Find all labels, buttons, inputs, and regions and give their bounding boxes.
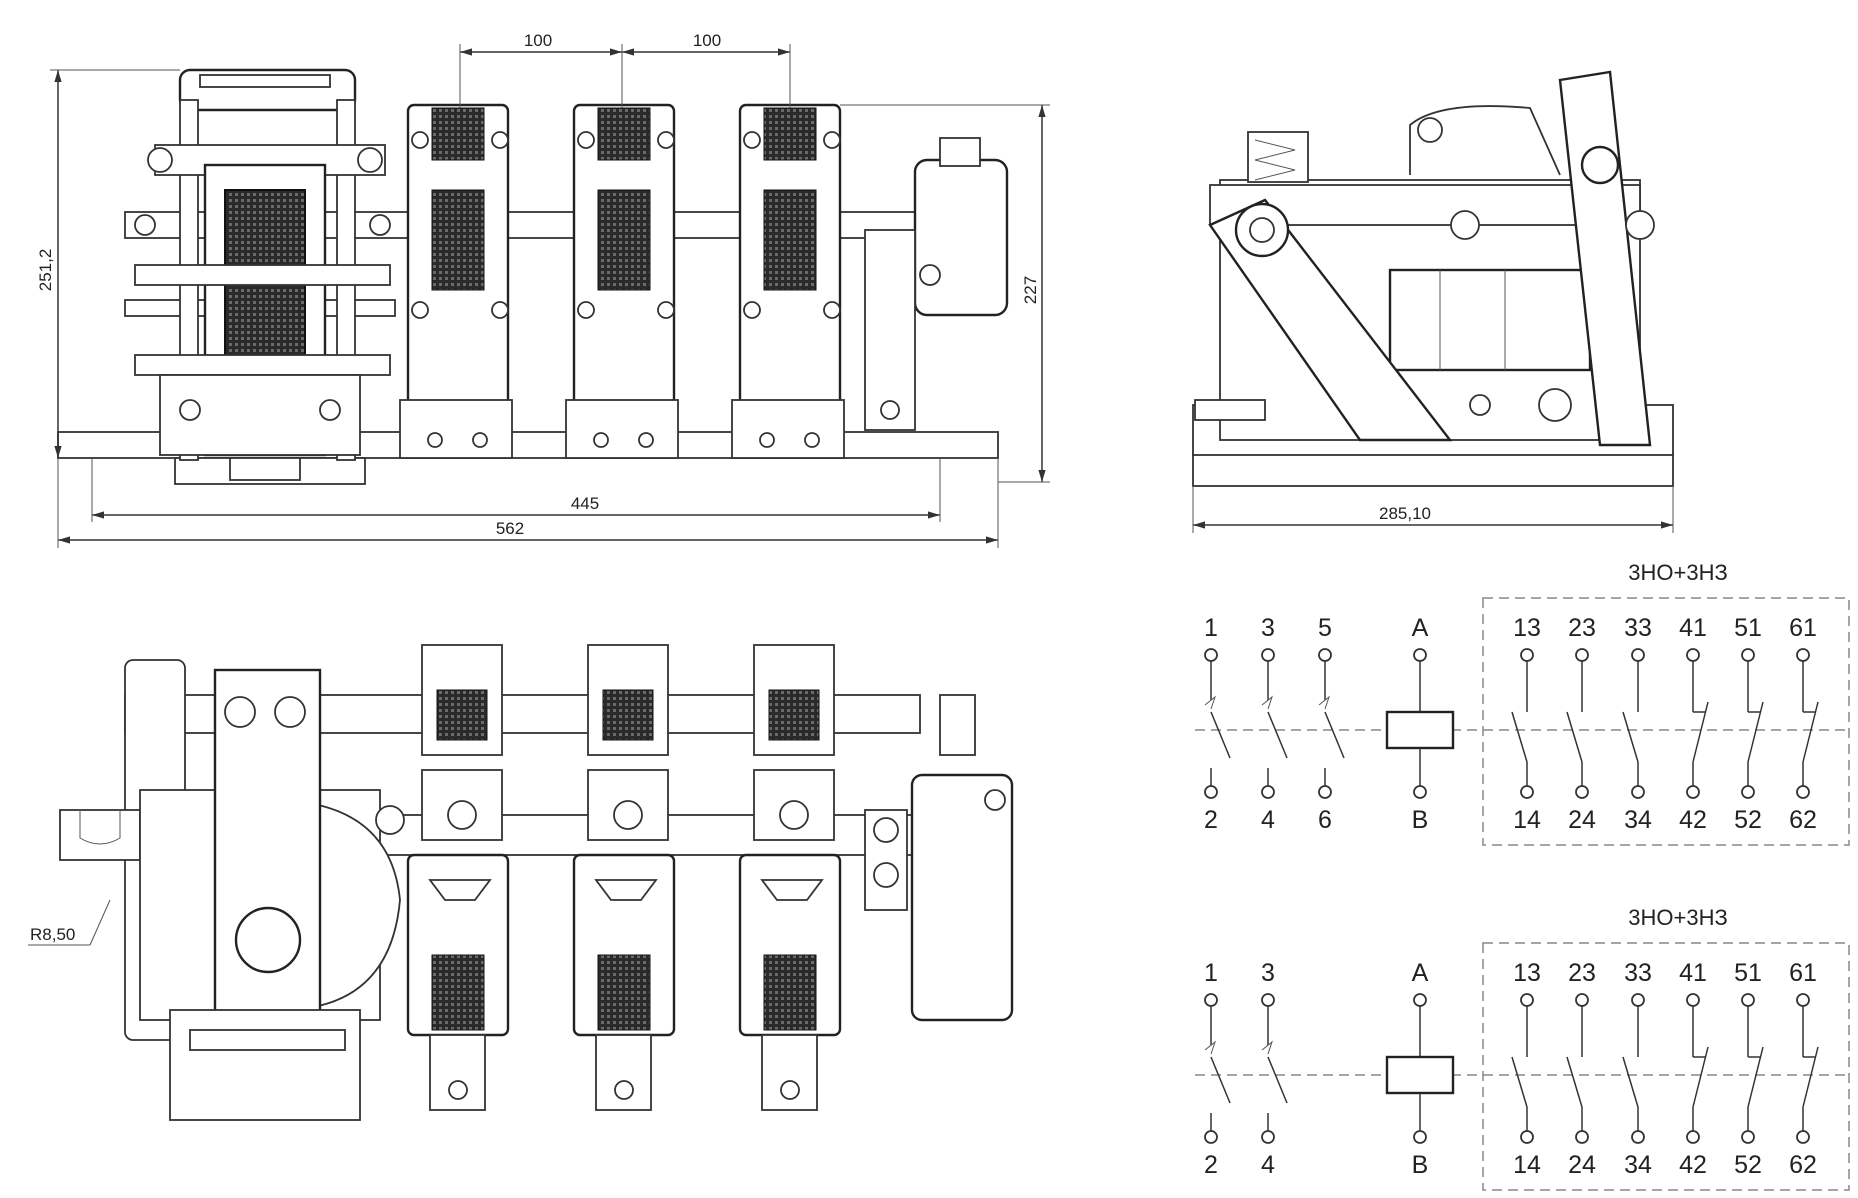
dim-radius: R8,50	[30, 925, 75, 944]
main-top-label: 3	[1261, 959, 1275, 987]
aux-bottom-label: 42	[1679, 806, 1707, 834]
aux-bottom-label: 52	[1734, 1151, 1762, 1179]
aux-top-label: 51	[1734, 959, 1762, 987]
main-top-label: 1	[1204, 959, 1218, 987]
aux-top-label: 13	[1513, 959, 1541, 987]
dim-width-total: 562	[496, 519, 524, 538]
aux-block-front	[864, 137, 1009, 431]
coil-assembly-front	[134, 68, 391, 481]
pole-2-top	[572, 644, 676, 1111]
aux-bottom-label: 14	[1513, 1151, 1541, 1179]
aux-top-label: 13	[1513, 614, 1541, 642]
pole-3-top	[738, 644, 842, 1111]
aux-top-label: 23	[1568, 614, 1596, 642]
coil-bottom-label: B	[1412, 1151, 1429, 1179]
main-contact-1	[1204, 648, 1231, 799]
main-bottom-label: 2	[1204, 1151, 1218, 1179]
schematic-1-title: 3НО+3НЗ	[1628, 560, 1728, 585]
front-view: 100 100 251,2 227 445 562	[36, 31, 1050, 548]
aux-no-33	[1622, 993, 1645, 1144]
coil-bottom-label: B	[1412, 806, 1429, 834]
main-bottom-label: 4	[1261, 1151, 1275, 1179]
main-contact-5	[1318, 648, 1345, 799]
aux-top-label: 51	[1734, 614, 1762, 642]
main-top-label: 5	[1318, 614, 1332, 642]
front-dimensions	[50, 44, 1050, 548]
aux-bottom-label: 24	[1568, 806, 1596, 834]
aux-top-label: 41	[1679, 614, 1707, 642]
aux-nc-41	[1686, 648, 1709, 799]
dim-spacing-1: 100	[524, 31, 552, 50]
aux-no-23	[1566, 648, 1589, 799]
coil-1	[1385, 648, 1455, 799]
pole-1-front	[399, 103, 513, 459]
dim-side-width: 285,10	[1379, 504, 1431, 523]
side-view: 285,10	[1192, 70, 1674, 533]
aux-no-13	[1511, 993, 1534, 1144]
aux-top-label: 41	[1679, 959, 1707, 987]
aux-top-label: 23	[1568, 959, 1596, 987]
aux-bottom-label: 62	[1789, 1151, 1817, 1179]
aux-bottom-label: 34	[1624, 806, 1652, 834]
aux-no-13	[1511, 648, 1534, 799]
aux-bottom-label: 24	[1568, 1151, 1596, 1179]
main-bottom-label: 4	[1261, 806, 1275, 834]
main-bottom-label: 2	[1204, 806, 1218, 834]
main-bottom-label: 6	[1318, 806, 1332, 834]
aux-top-label: 61	[1789, 959, 1817, 987]
aux-top-label: 33	[1624, 959, 1652, 987]
aux-bottom-label: 52	[1734, 806, 1762, 834]
main-contact-3	[1261, 993, 1288, 1144]
main-top-label: 1	[1204, 614, 1218, 642]
main-contact-3	[1261, 648, 1288, 799]
main-top-label: 3	[1261, 614, 1275, 642]
aux-nc-51	[1741, 993, 1764, 1144]
aux-nc-61	[1796, 993, 1819, 1144]
main-contact-1	[1204, 993, 1231, 1144]
pole-2-front	[565, 103, 679, 459]
aux-no-23	[1566, 993, 1589, 1144]
aux-bottom-label: 34	[1624, 1151, 1652, 1179]
dim-height-right: 227	[1021, 276, 1040, 304]
aux-nc-61	[1796, 648, 1819, 799]
aux-bottom-label: 14	[1513, 806, 1541, 834]
aux-top-label: 33	[1624, 614, 1652, 642]
schematic-2-title: 3НО+3НЗ	[1628, 905, 1728, 930]
dim-width-inner: 445	[571, 494, 599, 513]
schematic-1: 3НО+3НЗ	[1195, 560, 1850, 846]
top-view: R8,50	[28, 644, 1014, 1121]
coil-2	[1385, 993, 1455, 1144]
aux-top-label: 61	[1789, 614, 1817, 642]
aux-nc-51	[1741, 648, 1764, 799]
pole-3-front	[731, 103, 845, 459]
coil-top-label: A	[1412, 959, 1429, 987]
coil-top-label: A	[1412, 614, 1429, 642]
dim-height-left: 251,2	[36, 249, 55, 292]
aux-bottom-label: 62	[1789, 806, 1817, 834]
aux-nc-41	[1686, 993, 1709, 1144]
schematic-2: 3НО+3НЗ 1 3 2 4 A B 13	[1195, 905, 1850, 1191]
pole-1-top	[406, 644, 510, 1111]
dim-spacing-2: 100	[693, 31, 721, 50]
aux-no-33	[1622, 648, 1645, 799]
aux-bottom-label: 42	[1679, 1151, 1707, 1179]
